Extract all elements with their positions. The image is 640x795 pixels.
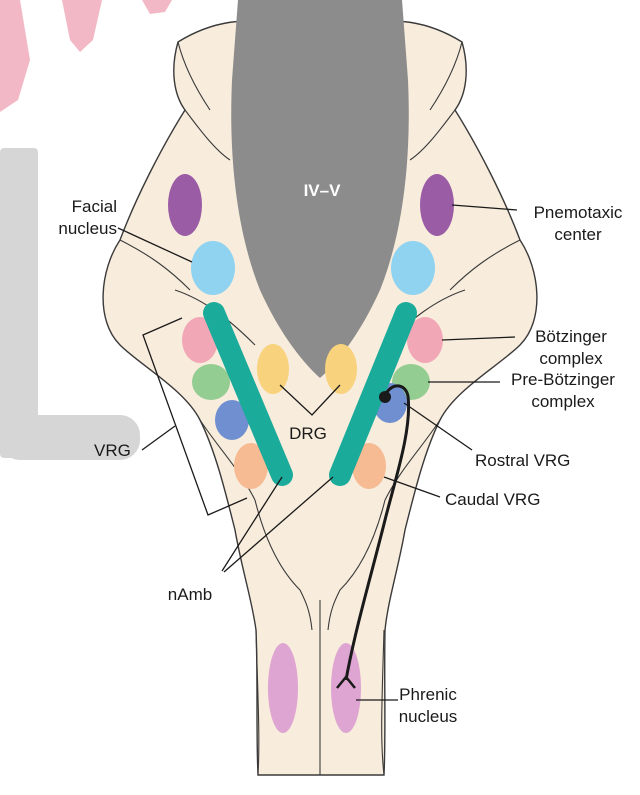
phrenic-label-2: nucleus [399,707,458,726]
facial-nucleus-left [191,241,235,295]
pneumotaxic-label-1: Pnemotaxic [534,203,623,222]
watermark-pink-shape-3 [142,0,172,14]
botzinger-label-1: Bötzinger [535,327,607,346]
pneumotaxic-center-left [168,174,202,236]
facial-label-1: Facial [72,197,117,216]
namb-label: nAmb [168,585,212,604]
pre-botzinger-label-2: complex [531,392,595,411]
watermark-pink-shape-2 [62,0,102,52]
drg-right [325,344,357,394]
ventricle-label: IV–V [304,181,342,200]
phrenic-nucleus-left [268,643,298,733]
leader-vrg [142,426,175,450]
caudal-vrg-label: Caudal VRG [445,490,540,509]
pre-botzinger-label-1: Pre-Bötzinger [511,370,615,389]
vrg-label: VRG [94,441,131,460]
facial-nucleus-right [391,241,435,295]
drg-label: DRG [289,424,327,443]
pneumotaxic-label-2: center [554,225,602,244]
phrenic-label-1: Phrenic [399,685,457,704]
botzinger-label-2: complex [539,349,603,368]
pneumotaxic-center-right [420,174,454,236]
rostral-vrg-label: Rostral VRG [475,451,570,470]
watermark-gray-bar [0,148,38,458]
axon-soma [379,391,391,403]
facial-label-2: nucleus [58,219,117,238]
watermark-pink-shape [0,0,30,112]
phrenic-nucleus-right [331,643,361,733]
pre-botzinger-left [192,364,230,400]
drg-left [257,344,289,394]
